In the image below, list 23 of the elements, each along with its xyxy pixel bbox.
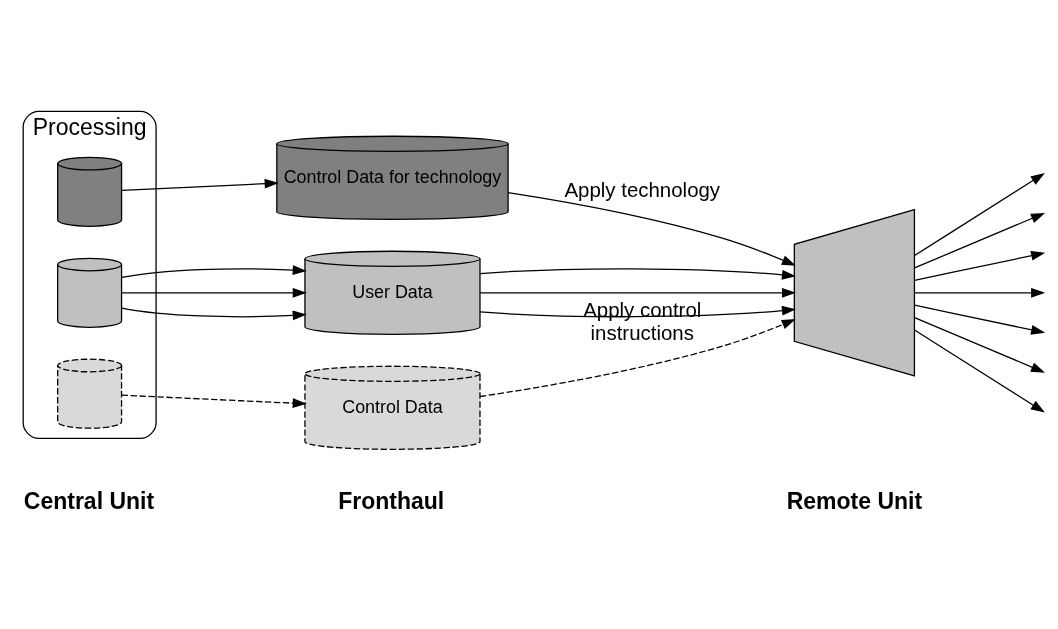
arrow xyxy=(913,250,1046,281)
arrow xyxy=(121,394,307,409)
arrow xyxy=(507,191,796,266)
arrow xyxy=(121,287,307,298)
arrow xyxy=(479,305,796,318)
arrow xyxy=(121,265,307,279)
arrow xyxy=(479,319,796,398)
cluster: Processing xyxy=(22,110,157,440)
arrow xyxy=(913,212,1046,269)
label: Remote Unit xyxy=(786,488,923,515)
arrow xyxy=(913,287,1046,298)
arrow xyxy=(479,268,796,280)
arrow xyxy=(913,329,1045,413)
arrow xyxy=(121,307,307,321)
node-cone xyxy=(793,208,916,377)
arrow xyxy=(479,287,796,298)
arrow xyxy=(121,178,279,191)
label: Fronthaul xyxy=(338,488,445,515)
arrow xyxy=(913,304,1046,335)
label: Central Unit xyxy=(23,488,155,515)
arrow xyxy=(913,173,1045,257)
edge-label: Apply technology xyxy=(564,177,721,201)
arrow xyxy=(913,317,1046,373)
